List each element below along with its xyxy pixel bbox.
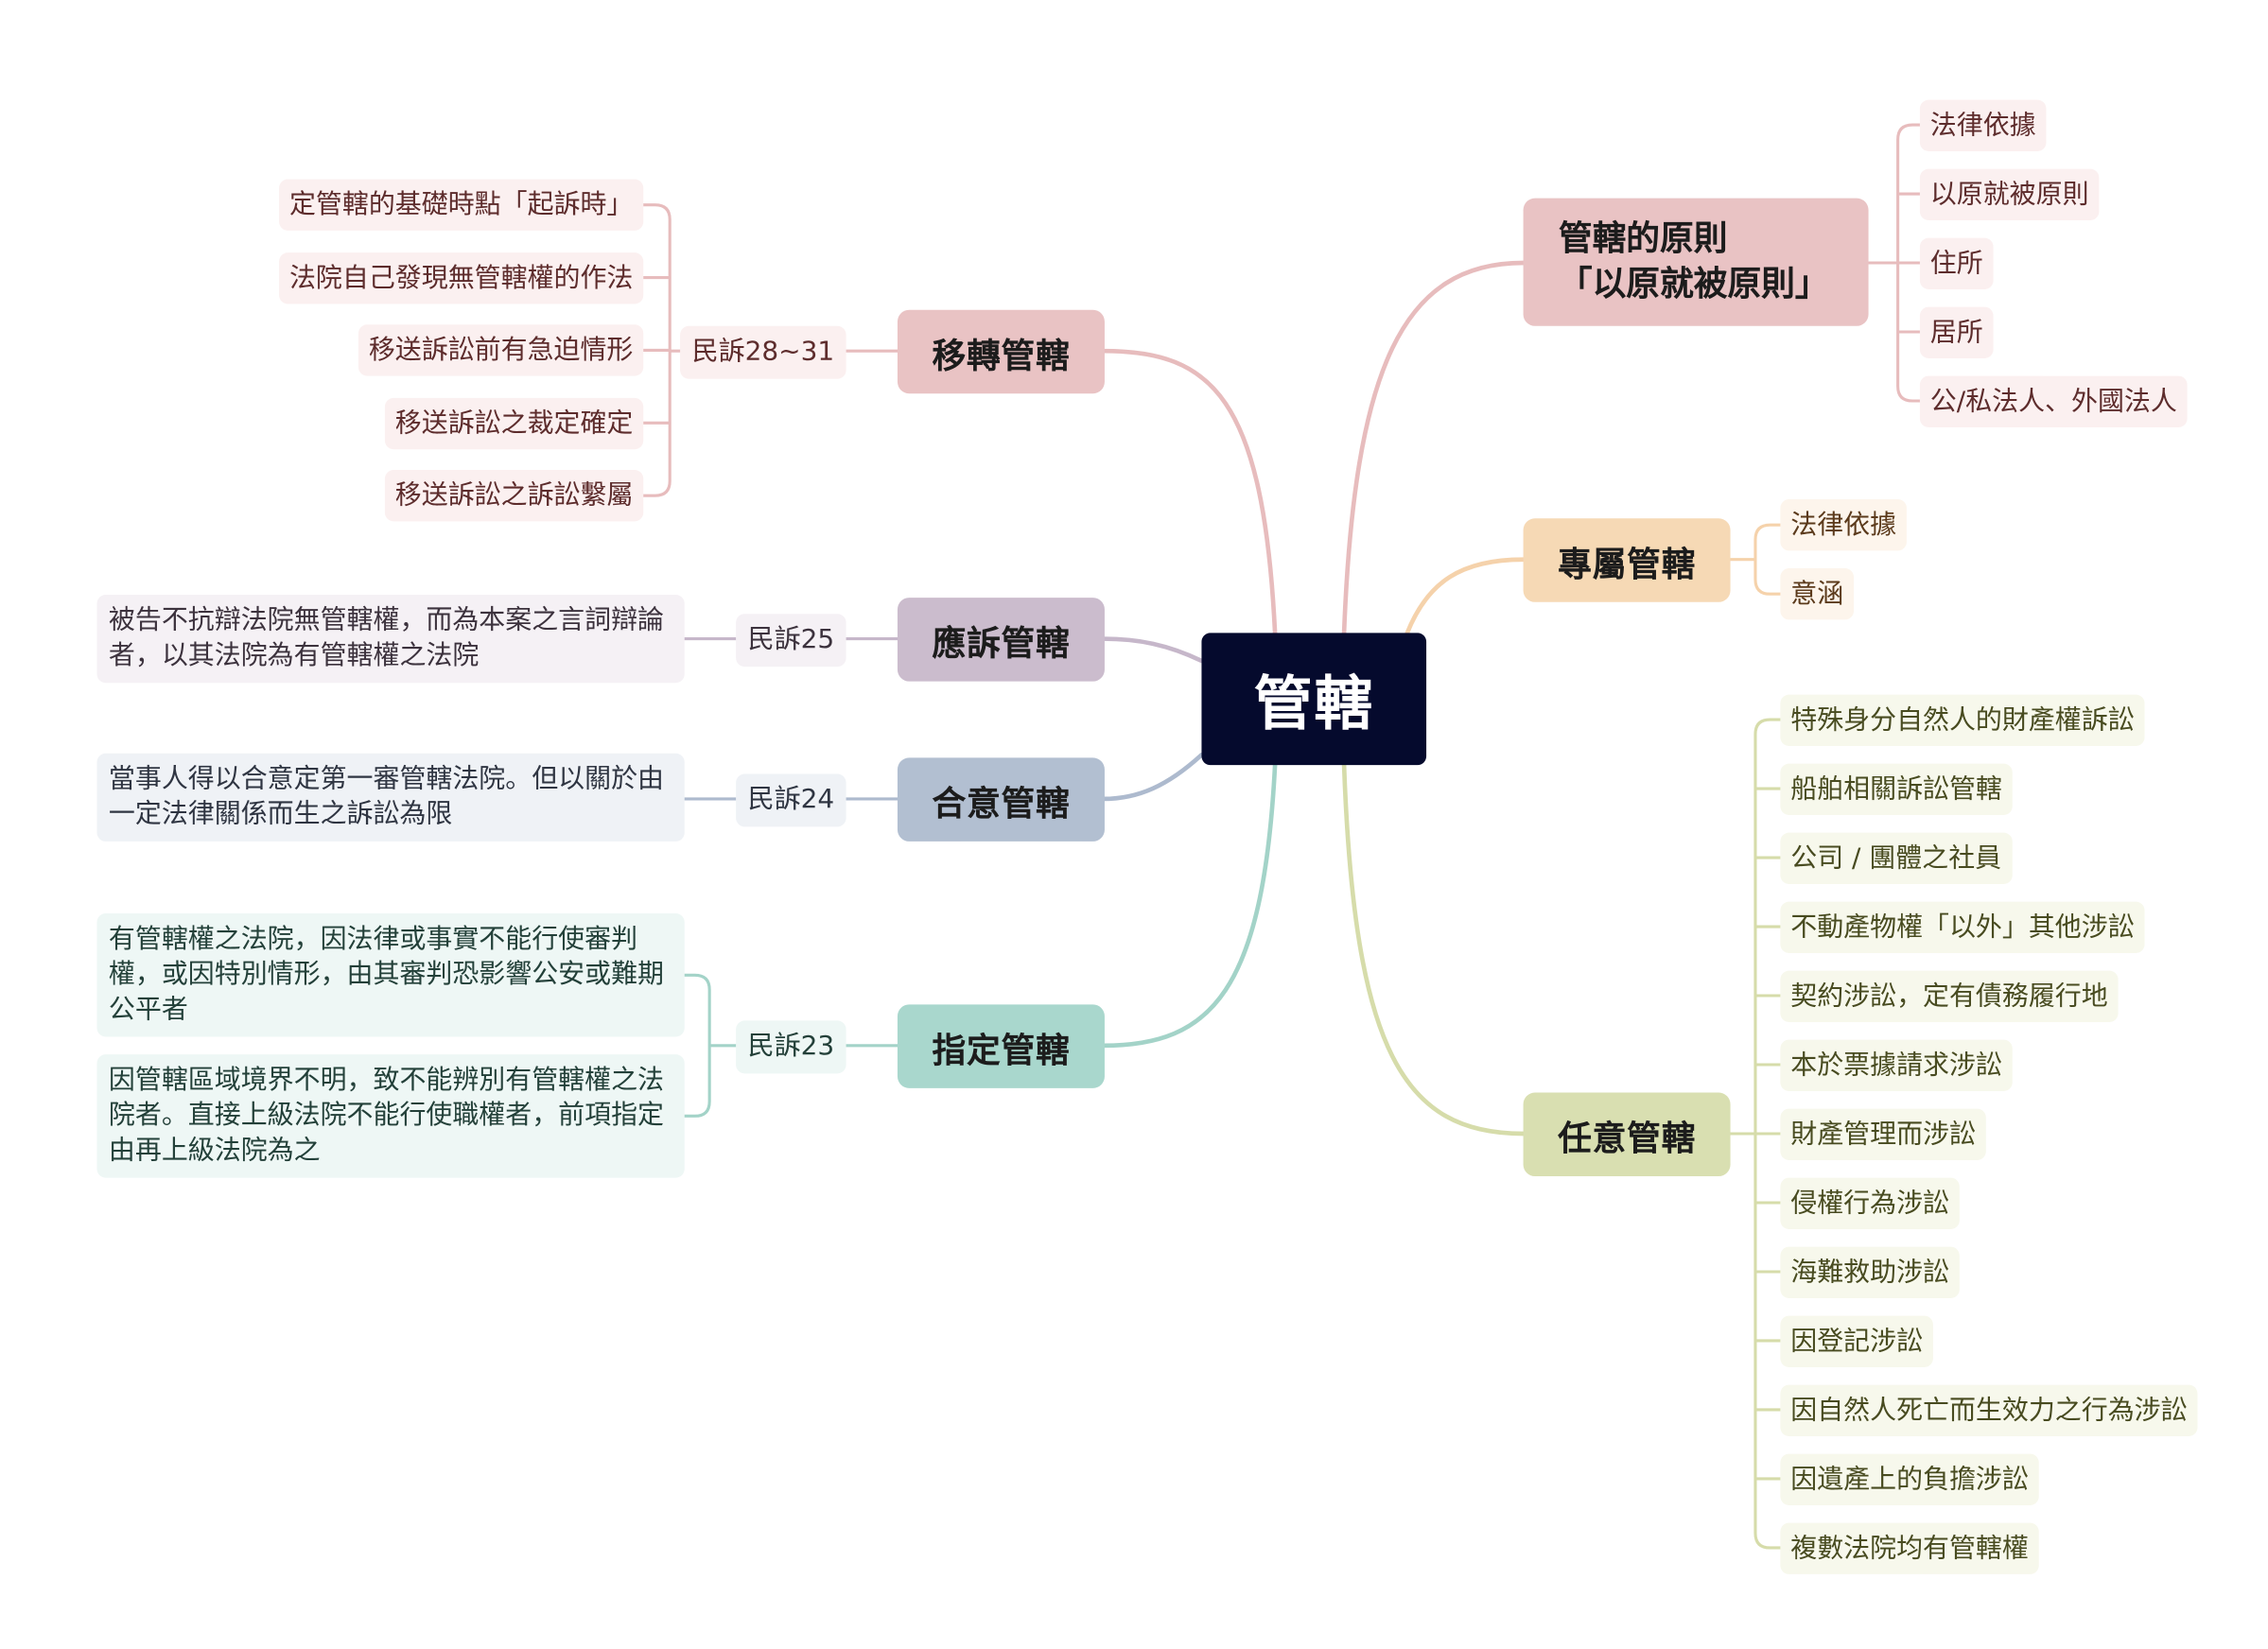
optional-subtopic: 因遺產上的負擔涉訟 — [1780, 1452, 2039, 1505]
agreement-note: 當事人得以合意定第一審管轄法院。但以關於由一定法律關係而生之訴訟為限 — [96, 753, 685, 842]
optional-subtopic: 因自然人死亡而生效力之行為涉訟 — [1780, 1383, 2198, 1436]
transfer-subtopic: 移送訴訟前有急迫情形 — [358, 324, 644, 376]
transfer-topic: 移轉管轄 — [897, 309, 1105, 394]
principle-topic-line-1: 管轄的原則 — [1558, 219, 1728, 258]
exclusive-topic: 專屬管轄 — [1523, 518, 1731, 602]
principle-subtopic: 以原就被原則 — [1919, 167, 2100, 220]
optional-subtopic: 契約涉訟，定有債務履行地 — [1780, 969, 2119, 1022]
connector-agreement — [1101, 752, 1204, 802]
optional-subtopic: 複數法院均有管轄權 — [1780, 1521, 2039, 1574]
optional-subtopic: 財產管理而涉訟 — [1780, 1107, 1986, 1160]
exclusive-subtopic: 法律依據 — [1780, 499, 1907, 551]
designated-note: 有管轄權之法院，因法律或事實不能行使審判權，或因特別情形，由其審判恐影響公安或難… — [96, 913, 685, 1037]
optional-subtopic: 特殊身分自然人的財產權訴訟 — [1780, 693, 2145, 746]
optional-subtopic: 船舶相關訴訟管轄 — [1780, 762, 2013, 815]
exclusive-subtopic: 意涵 — [1780, 568, 1855, 620]
optional-subtopic: 不動產物權「以外」其他涉訟 — [1780, 900, 2145, 953]
connector-appearance — [1101, 636, 1204, 664]
agreement-statute-ref: 民訴24 — [736, 772, 846, 826]
principle-subtopic: 住所 — [1919, 236, 1994, 289]
connector-exclusive — [1404, 557, 1526, 635]
designated-note: 因管轄區域境界不明，致不能辨別有管轄權之法院者。直接上級法院不能行使職權者，前項… — [96, 1054, 685, 1178]
appearance-statute-ref: 民訴25 — [736, 613, 846, 667]
optional-subtopic: 因登記涉訟 — [1780, 1314, 1933, 1367]
transfer-statute-ref: 民訴28~31 — [680, 325, 846, 378]
principle-topic: 管轄的原則 「以原就被原則」 — [1523, 198, 1869, 326]
appearance-note: 被告不抗辯法院無管轄權，而為本案之言詞辯論者，以其法院為有管轄權之法院 — [96, 595, 685, 684]
principle-topic-line-2: 「以原就被原則」 — [1558, 265, 1829, 304]
principle-subtopic: 公/私法人、外國法人 — [1919, 374, 2188, 427]
bracket-exclusive — [1729, 523, 1782, 596]
transfer-subtopic: 法院自己發現無管轄權的作法 — [279, 252, 644, 304]
optional-topic: 任意管轄 — [1523, 1092, 1731, 1177]
connector-principle — [1341, 260, 1526, 635]
connector-optional — [1341, 762, 1526, 1137]
connector-designated — [1101, 762, 1278, 1049]
designated-topic: 指定管轄 — [897, 1004, 1105, 1088]
central-topic: 管轄 — [1201, 633, 1427, 766]
appearance-topic: 應訴管轄 — [897, 598, 1105, 682]
bracket-designated — [683, 973, 899, 1118]
transfer-subtopic: 移送訴訟之訴訟繫屬 — [384, 469, 644, 522]
optional-subtopic: 本於票據請求涉訟 — [1780, 1038, 2013, 1091]
transfer-subtopic: 移送訴訟之裁定確定 — [384, 397, 644, 449]
optional-subtopic: 侵權行為涉訟 — [1780, 1176, 1960, 1229]
designated-statute-ref: 民訴23 — [736, 1019, 846, 1073]
optional-subtopic: 公司 / 團體之社員 — [1780, 831, 2013, 884]
agreement-topic: 合意管轄 — [897, 757, 1105, 842]
connector-transfer — [1101, 348, 1278, 635]
bracket-optional — [1729, 718, 1782, 1550]
optional-subtopic: 海難救助涉訟 — [1780, 1245, 1960, 1298]
bracket-principle — [1867, 123, 1922, 403]
principle-subtopic: 法律依據 — [1919, 98, 2047, 151]
principle-subtopic: 居所 — [1919, 305, 1994, 358]
transfer-subtopic: 定管轄的基礎時點「起訴時」 — [279, 179, 644, 231]
